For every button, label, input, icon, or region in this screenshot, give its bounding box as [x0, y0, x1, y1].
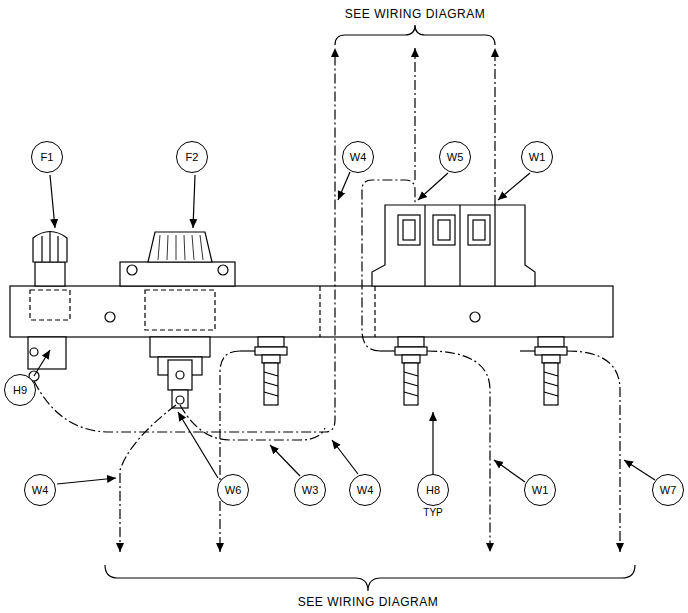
- callout-number: W7: [660, 485, 677, 496]
- callout-circle: H9: [4, 374, 36, 406]
- callout-circle: W3: [294, 474, 326, 506]
- callout-circle: W7: [652, 474, 684, 506]
- callout-number: W1: [532, 485, 549, 496]
- callout-circle: F2: [176, 141, 208, 173]
- callout-number: W1: [529, 152, 546, 163]
- callout-number: F2: [186, 152, 199, 163]
- callout-number: W6: [225, 485, 242, 496]
- callout-circle: W5: [439, 141, 471, 173]
- callout-circle: W4: [349, 474, 381, 506]
- callout-circle: F1: [31, 141, 63, 173]
- callout-number: W4: [32, 485, 49, 496]
- callout-circle: W4: [24, 474, 56, 506]
- callout-number: W3: [302, 485, 319, 496]
- callout-circle: H8TYP: [417, 474, 449, 506]
- callout-number: W4: [350, 152, 367, 163]
- callout-number: W5: [447, 152, 464, 163]
- callout-number: W4: [357, 485, 374, 496]
- callout-number: F1: [41, 152, 54, 163]
- callout-number: H8: [426, 485, 440, 496]
- callout-number: H9: [13, 385, 27, 396]
- callout-circle: W1: [524, 474, 556, 506]
- callout-circle: W4: [342, 141, 374, 173]
- callout-circle: W6: [217, 474, 249, 506]
- callout-note: TYP: [423, 508, 442, 518]
- callout-circle: W1: [521, 141, 553, 173]
- reference-note: SEE WIRING DIAGRAM: [296, 595, 440, 609]
- reference-note: SEE WIRING DIAGRAM: [343, 7, 487, 21]
